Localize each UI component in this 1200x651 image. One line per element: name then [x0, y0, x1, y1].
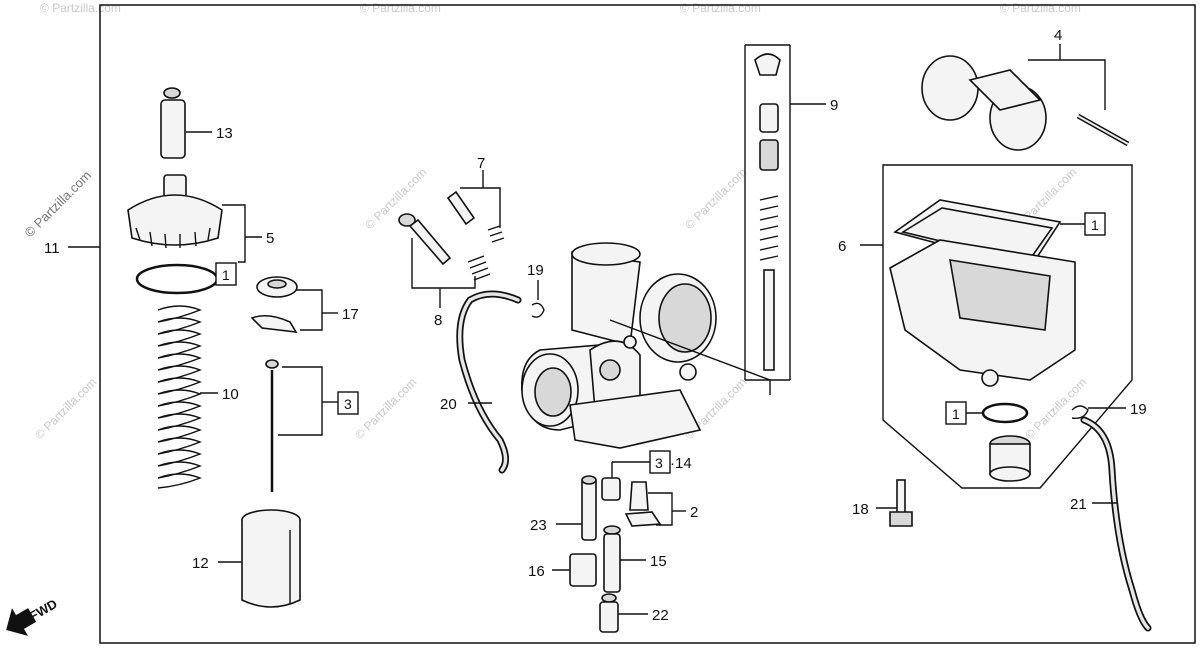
callout-22: 22	[652, 607, 669, 624]
part-10-spring	[157, 305, 202, 489]
part-o-ring	[135, 263, 219, 295]
watermark: © Partzilla.com	[32, 375, 99, 442]
callout-14: ·14	[670, 455, 692, 472]
bracket-6	[882, 164, 1133, 489]
callout-2: 2	[690, 504, 698, 521]
watermark: © Partzilla.com	[1022, 375, 1089, 442]
bracket-3	[278, 366, 323, 436]
callout-19a: 19	[527, 262, 544, 279]
watermark: © Partzilla.com	[682, 165, 749, 232]
callout-7: 7	[477, 155, 485, 172]
part-5-top-cap	[127, 174, 223, 249]
diagram-frame	[99, 4, 1196, 644]
bracket-2	[648, 492, 673, 526]
callout-6: 6	[838, 238, 846, 255]
part-14-main-jet	[601, 477, 621, 501]
part-3-jet-needle	[265, 359, 279, 492]
part-18-bolt	[889, 479, 913, 527]
part-19-clip	[531, 302, 545, 318]
part-13-adjuster	[160, 87, 186, 159]
part-2-float-valve	[624, 481, 662, 527]
part-float-bowl	[889, 199, 1076, 387]
callout-12: 12	[192, 555, 209, 572]
fwd-arrow-icon	[6, 608, 37, 636]
part-17-retainer	[250, 276, 298, 333]
fwd-indicator: FWD	[6, 596, 60, 636]
callout-15: 15	[650, 553, 667, 570]
callout-16: 16	[528, 563, 545, 580]
callout-17: 17	[342, 306, 359, 323]
part-7-air-screw	[446, 190, 505, 243]
callout-4: 4	[1054, 27, 1062, 44]
callout-10: 10	[222, 386, 239, 403]
watermark: © Partzilla.com	[680, 1, 761, 15]
callout-19b: 19	[1130, 401, 1147, 418]
part-4-float	[921, 55, 1130, 151]
part-drain-gasket	[981, 402, 1029, 424]
part-16-needle-jet	[569, 553, 597, 587]
boxed-ref-1-gasket-label: 1	[952, 406, 960, 422]
part-9-assembly	[744, 44, 791, 381]
callout-13: 13	[216, 125, 233, 142]
part-15-needle-jet-holder	[603, 525, 621, 593]
part-19-clip-right	[1071, 405, 1089, 420]
bracket-17	[296, 289, 323, 331]
bracket-4	[1028, 59, 1106, 110]
bracket-5	[222, 204, 246, 263]
callout-11: 11	[44, 240, 60, 257]
bracket-8	[411, 238, 476, 289]
boxed-ref-3-needle-label: 3	[344, 396, 352, 412]
part-8-pilot-screw	[398, 213, 491, 281]
fwd-label: FWD	[27, 596, 60, 624]
callout-18: 18	[852, 501, 869, 518]
watermark: © Partzilla.com	[40, 1, 121, 15]
callout-9: 9	[830, 97, 838, 114]
carburetor-body	[521, 242, 717, 449]
callout-23: 23	[530, 517, 547, 534]
part-22-slow-jet	[599, 593, 619, 633]
boxed-ref-3-jet-label: 3	[655, 455, 663, 471]
part-drain-plug	[989, 435, 1031, 482]
boxed-ref-1-left	[215, 262, 237, 286]
callout-20: 20	[440, 396, 457, 413]
boxed-ref-1-left-label: 1	[222, 267, 230, 283]
part-23-jet	[581, 475, 597, 541]
watermark: © Partzilla.com	[1000, 1, 1081, 15]
watermark: © Partzilla.com	[352, 375, 419, 442]
boxed-ref-1-bowl-label: 1	[1091, 217, 1099, 233]
callout-5: 5	[266, 230, 274, 247]
bracket-7	[460, 187, 501, 228]
boxed-ref-3-needle	[337, 391, 359, 415]
watermark: © Partzilla.com	[360, 1, 441, 15]
side-watermark: © Partzilla.com	[22, 168, 95, 241]
part-12-throttle-valve	[241, 509, 301, 608]
callout-8: 8	[434, 312, 442, 329]
callout-21: 21	[1070, 496, 1087, 513]
boxed-ref-3-jet	[649, 450, 671, 474]
